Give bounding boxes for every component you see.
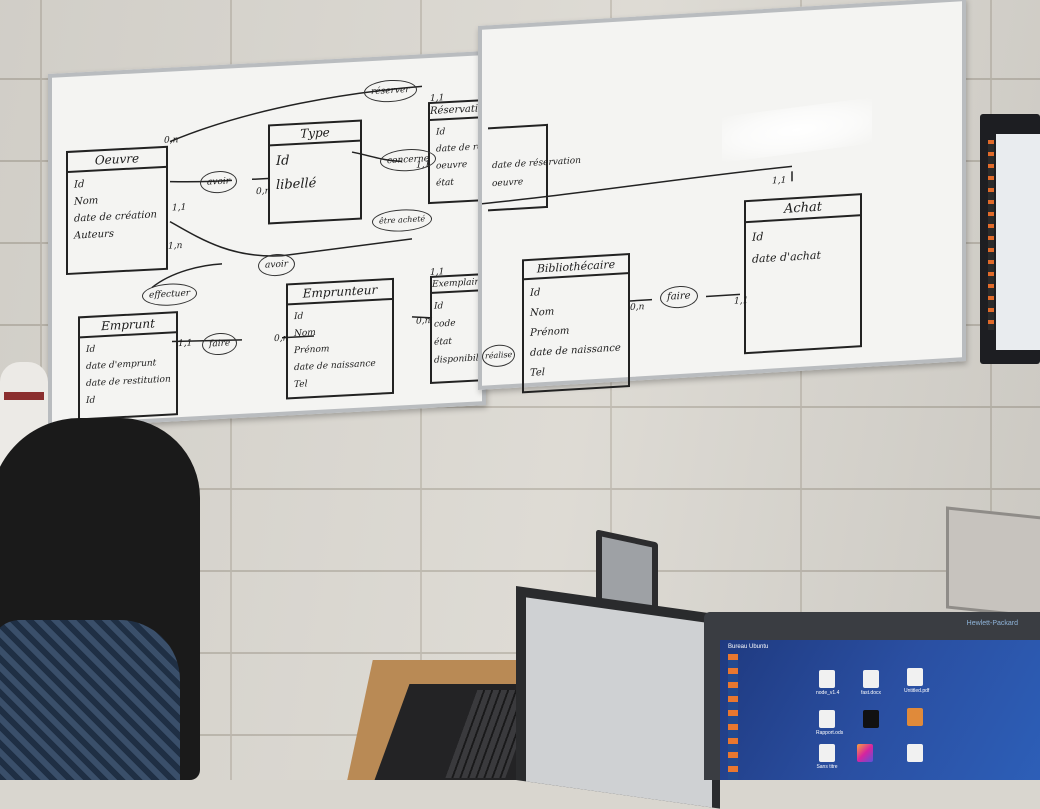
relationship-lines-right — [481, 165, 793, 302]
wall-monitor — [980, 114, 1040, 364]
entity-achat-attrs: Id date d'achat — [746, 216, 860, 275]
entity-reservation-right: date de réservation oeuvre — [488, 123, 581, 212]
entity-reservation-left: Réservation Id date de réservation oeuvr… — [428, 99, 482, 205]
whiteboard-left: Oeuvre Id Nom date de création Auteurs T… — [48, 51, 486, 429]
desktop-icon-8[interactable] — [854, 744, 876, 778]
entity-oeuvre-attrs: Id Nom date de création Auteurs — [68, 168, 166, 249]
wall-monitor-screen — [996, 134, 1040, 350]
file-icon — [819, 744, 835, 762]
entity-exemplaire: Exemplaire Id code état disponibilité — [430, 273, 482, 384]
cardinality-1: 0,n — [164, 135, 179, 146]
attr-reservation-right-oeuvre: oeuvre — [492, 177, 524, 190]
attr-reservation-etat: état — [436, 177, 454, 189]
entity-bibliothecaire: Bibliothécaire Id Nom Prénom date de nai… — [522, 252, 630, 394]
attr-bibliothecaire-tel: Tel — [530, 367, 546, 379]
folder-icon — [907, 708, 923, 726]
desktop-icon-3[interactable]: Untitled.pdf — [904, 668, 930, 702]
cardinality-5: 1,1 — [430, 93, 445, 104]
cardinality-9: 1,1 — [178, 338, 193, 350]
attr-oeuvre-auteurs: Auteurs — [74, 228, 114, 242]
desktop-icon-3-label: Untitled.pdf — [904, 688, 930, 694]
cardinality-right-2: 1,1 — [734, 295, 749, 307]
attr-exemplaire-code: code — [434, 318, 456, 330]
whiteboard-right: date de réservation oeuvre Bibliothécair… — [478, 0, 966, 394]
entity-bibliothecaire-attrs: Id Nom Prénom date de naissance Tel — [524, 274, 628, 388]
entity-reservation-attrs: Id date de réservation oeuvre état — [430, 118, 482, 197]
desktop-icon-5[interactable] — [860, 710, 882, 744]
attr-reservation-oeuvre: oeuvre — [436, 160, 468, 172]
entity-emprunteur-attrs: Id Nom Prénom date de naissance Tel — [288, 300, 392, 398]
cardinality-10: 0,n — [274, 333, 289, 345]
laptop-middle-screen — [526, 597, 712, 808]
desktop-icon-6[interactable] — [904, 708, 926, 742]
desktop-icon-2[interactable]: fast.docx — [860, 670, 882, 704]
desktop-icon-2-label: fast.docx — [860, 690, 881, 696]
file-icon — [819, 710, 835, 728]
desktop-icon-1[interactable]: node_v1.4 — [816, 670, 840, 704]
terminal-icon — [863, 710, 879, 728]
attr-reservation-date: date de réservation — [436, 140, 482, 155]
desktop-title: Bureau Ubuntu — [728, 644, 769, 650]
entity-emprunt: Emprunt Id date d'emprunt date de restit… — [78, 311, 178, 421]
cardinality-2: 1,1 — [172, 202, 187, 214]
cardinality-right-3: 1,1 — [772, 175, 787, 187]
entity-type: Type Id libellé — [268, 119, 362, 225]
cardinality-4: 0,n — [256, 186, 271, 198]
person-left-stripe — [4, 392, 44, 400]
relationship-lines-left — [151, 85, 433, 343]
file-icon — [863, 670, 879, 688]
attr-exemplaire-etat: état — [434, 336, 452, 348]
laptop-far-right — [946, 506, 1040, 620]
instagram-icon — [857, 744, 873, 762]
desktop-icon-4[interactable]: Rapport.ods — [816, 710, 843, 744]
student-shirt — [0, 620, 180, 780]
desktop-icon-4-label: Rapport.ods — [816, 730, 844, 736]
file-icon — [907, 744, 923, 762]
entity-emprunteur: Emprunteur Id Nom Prénom date de naissan… — [286, 277, 394, 400]
entity-exemplaire-attrs: Id code état disponibilité — [432, 291, 482, 374]
attr-exemplaire-id: Id — [434, 301, 444, 312]
wall-monitor-dock — [988, 140, 994, 330]
entity-reservation-right-attrs: date de réservation oeuvre — [488, 126, 581, 193]
laptop-middle — [516, 586, 720, 809]
desktop-icon-7-label: Sans titre — [816, 764, 838, 770]
entity-achat: Achat Id date d'achat — [744, 193, 862, 355]
attr-achat-date: date d'achat — [752, 248, 821, 266]
cardinality-3: 1,n — [168, 240, 183, 252]
desktop-icon-9[interactable] — [904, 744, 926, 778]
file-icon — [819, 670, 835, 688]
attr-reservation-right-date: date de réservation — [492, 155, 581, 172]
laptop-right-screen[interactable]: Bureau Ubuntu node_v1.4 fast.docx Untitl… — [720, 640, 1040, 780]
entity-oeuvre: Oeuvre Id Nom date de création Auteurs — [66, 145, 168, 276]
cardinality-8: 0,n — [416, 315, 431, 327]
desktop-icon-1-label: node_v1.4 — [816, 690, 840, 696]
desktop-icon-7[interactable]: Sans titre — [816, 744, 838, 778]
entity-type-attrs: Id libellé — [270, 142, 360, 203]
attr-reservation-id: Id — [436, 127, 446, 138]
file-icon — [907, 668, 923, 686]
laptop-right: Hewlett-Packard Bureau Ubuntu node_v1.4 … — [704, 612, 1040, 780]
attr-exemplaire-disponibilite: disponibilité — [434, 352, 482, 366]
attr-type-libelle: libellé — [276, 175, 317, 194]
cardinality-right-1: 0,n — [630, 302, 645, 313]
entity-emprunt-attrs: Id date d'emprunt date de restitution Id — [80, 333, 176, 414]
cardinality-7: 1,1 — [430, 267, 445, 278]
cardinality-6: 1,1 — [416, 159, 431, 171]
laptop-brand: Hewlett-Packard — [966, 620, 1018, 627]
desktop-dock[interactable] — [728, 654, 738, 780]
